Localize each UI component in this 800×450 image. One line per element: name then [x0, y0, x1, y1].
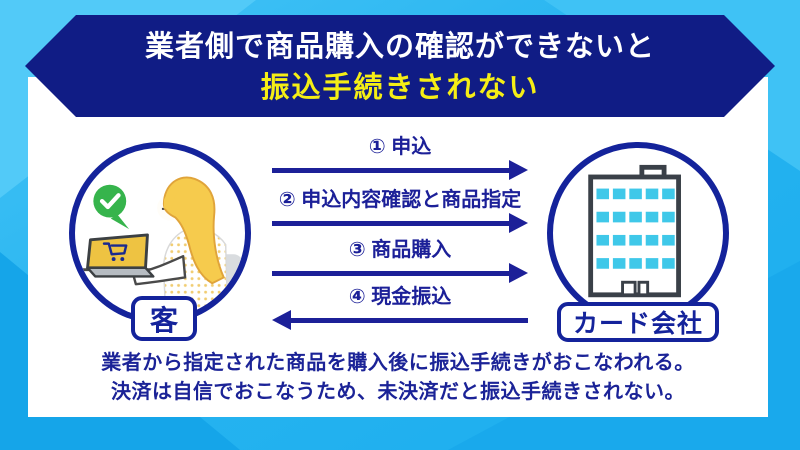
arrow-head [509, 160, 528, 180]
arrow-shaft [272, 271, 511, 276]
company-circle [547, 142, 729, 324]
footer-note: 業者から指定された商品を購入後に振込手続きがおこなわれる。 決済は自信でおこなう… [28, 349, 768, 407]
step-3-label: ③ 商品購入 [348, 239, 452, 261]
arrow-head [272, 310, 291, 330]
customer-illustration [76, 176, 244, 315]
title-line-1: 業者側で商品購入の確認ができないと [144, 31, 655, 63]
step-4-label: ④ 現金振込 [348, 286, 452, 308]
arrow-head [509, 263, 528, 283]
arrow-shaft [272, 221, 511, 226]
woman-hair-front [163, 184, 184, 212]
laptop-screen [86, 233, 149, 270]
laptop-base [86, 266, 155, 278]
arrow-shaft [289, 318, 528, 323]
office-building-icon [588, 164, 681, 298]
step-2-label: ② 申込内容確認と商品指定 [278, 189, 522, 211]
arrow-left-icon [272, 310, 528, 330]
card-company-label: カード会社 [557, 302, 719, 342]
customer-label: 客 [131, 296, 197, 341]
flow-step-4: ④ 現金振込 [272, 286, 528, 330]
footer-line-2: 決済は自信でおこなうため、未決済だと振込手続きされない。 [111, 381, 685, 403]
step-1-label: ① 申込 [368, 136, 432, 158]
title-line-2: 振込手続きされない [260, 72, 540, 104]
flow-step-2: ② 申込内容確認と商品指定 [272, 189, 528, 233]
arrow-right-icon [272, 213, 528, 233]
arrow-head [509, 213, 528, 233]
arrow-right-icon [272, 160, 528, 180]
check-icon [93, 184, 130, 230]
building-door [621, 280, 650, 297]
footer-line-1: 業者から指定された商品を購入後に振込手続きがおこなわれる。 [101, 352, 695, 374]
flow-step-1: ① 申込 [272, 136, 528, 180]
flow-step-3: ③ 商品購入 [272, 239, 528, 283]
title-banner: 業者側で商品購入の確認ができないと 振込手続きされない [25, 15, 775, 117]
arrow-shaft [272, 168, 511, 173]
arrow-right-icon [272, 263, 528, 283]
